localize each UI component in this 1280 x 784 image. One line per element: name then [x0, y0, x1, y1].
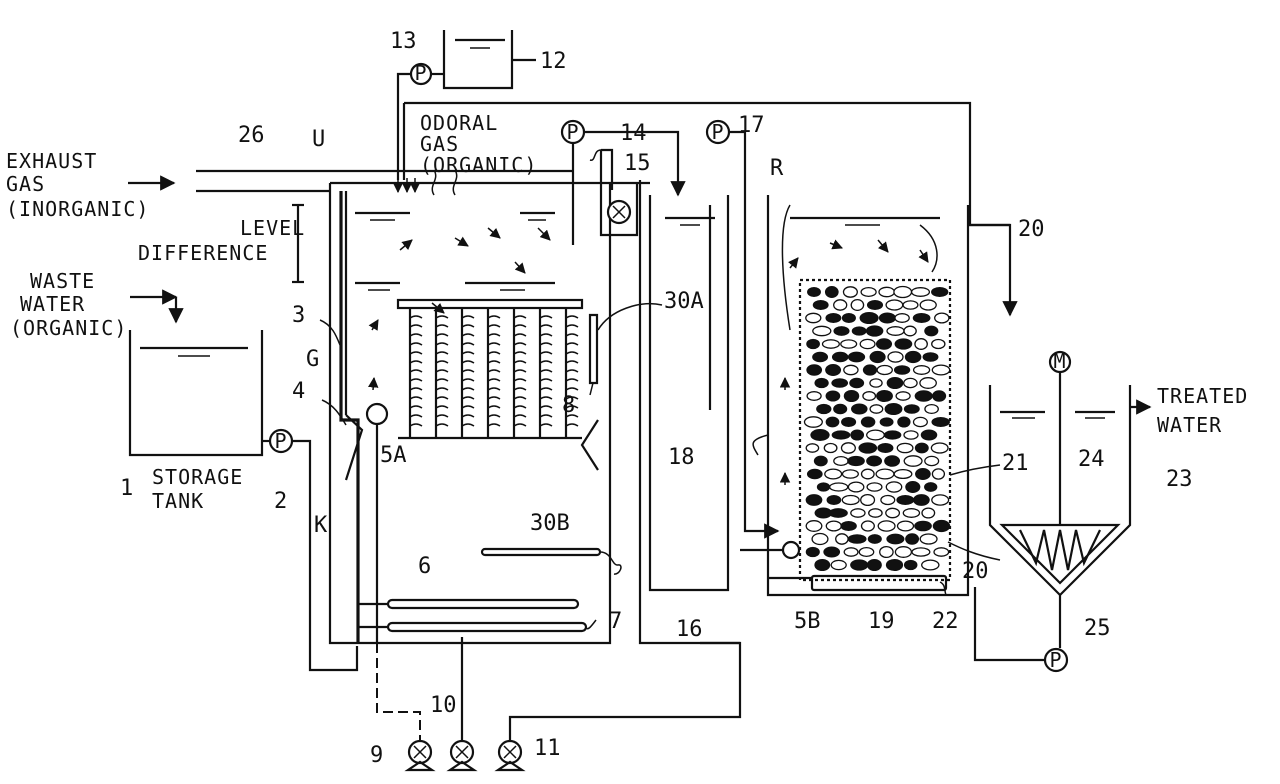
svg-text:6: 6 [418, 554, 431, 579]
clarifier-23 [988, 372, 1132, 648]
nozzle-5b-icon [781, 540, 801, 560]
storage-tank [128, 330, 264, 457]
svg-text:STORAGE: STORAGE [152, 465, 243, 489]
svg-text:25: 25 [1084, 616, 1111, 641]
svg-text:1: 1 [120, 476, 133, 501]
svg-text:21: 21 [1002, 451, 1029, 476]
svg-text:26: 26 [238, 123, 265, 148]
svg-text:4: 4 [292, 379, 305, 404]
svg-text:15: 15 [624, 151, 651, 176]
svg-text:WATER: WATER [1157, 413, 1222, 437]
svg-text:(INORGANIC): (INORGANIC) [6, 197, 149, 221]
treated-water-label: TREATED WATER [1157, 384, 1248, 437]
svg-text:3: 3 [292, 303, 305, 328]
svg-text:TREATED: TREATED [1157, 384, 1248, 408]
waste-water-label: WASTE WATER (ORGANIC) [10, 269, 127, 340]
svg-text:5B: 5B [794, 609, 821, 634]
odoral-gas-label: ODORAL GAS (ORGANIC) [420, 111, 537, 177]
svg-text:DIFFERENCE: DIFFERENCE [138, 241, 268, 265]
svg-text:WASTE: WASTE [30, 269, 95, 293]
svg-text:14: 14 [620, 121, 647, 146]
chemical-tank-12 [442, 30, 514, 90]
svg-text:EXHAUST: EXHAUST [6, 149, 97, 173]
motor-icon [1048, 350, 1072, 374]
svg-text:10: 10 [430, 693, 457, 718]
svg-text:30A: 30A [664, 289, 704, 314]
svg-text:2: 2 [274, 489, 287, 514]
svg-text:8: 8 [562, 393, 575, 418]
svg-text:P: P [274, 429, 287, 453]
blower-10-icon [446, 739, 478, 772]
biofilter-reactor [766, 195, 970, 597]
settling-tank-16 [638, 180, 740, 645]
storage-tank-label: STORAGE TANK [152, 465, 243, 513]
svg-text:GAS: GAS [420, 132, 459, 156]
svg-text:R: R [770, 156, 784, 181]
svg-text:30B: 30B [530, 511, 570, 536]
svg-text:9: 9 [370, 743, 383, 768]
svg-text:23: 23 [1166, 467, 1193, 492]
svg-text:5A: 5A [380, 443, 407, 468]
svg-text:M: M [1053, 349, 1066, 373]
svg-text:20: 20 [1018, 217, 1045, 242]
svg-text:P: P [566, 120, 579, 144]
main-reactor [328, 181, 622, 745]
svg-text:20: 20 [962, 559, 989, 584]
svg-text:24: 24 [1078, 447, 1105, 472]
svg-text:12: 12 [540, 49, 567, 74]
exhaust-gas-label: EXHAUST GAS (INORGANIC) [6, 149, 149, 221]
svg-text:7: 7 [609, 609, 622, 634]
svg-text:22: 22 [932, 609, 959, 634]
nozzle-5a-icon [365, 402, 389, 426]
svg-text:G: G [306, 347, 319, 372]
svg-text:17: 17 [738, 113, 765, 138]
svg-text:K: K [314, 513, 328, 538]
svg-text:P: P [711, 120, 724, 144]
svg-text:TANK: TANK [152, 489, 204, 513]
blower-11-icon [494, 739, 526, 772]
level-difference-marker [292, 203, 304, 284]
svg-text:WATER: WATER [20, 292, 85, 316]
reference-numerals: 1 2 3 4 5A 5B 6 7 8 9 10 11 12 13 14 15 … [120, 29, 1193, 768]
svg-text:11: 11 [534, 736, 561, 761]
svg-text:16: 16 [676, 617, 703, 642]
svg-text:P: P [414, 61, 427, 85]
leader-lines [319, 204, 1001, 630]
svg-text:(ORGANIC): (ORGANIC) [420, 153, 537, 177]
svg-text:U: U [312, 127, 325, 152]
membrane-module [396, 298, 584, 440]
svg-text:GAS: GAS [6, 172, 45, 196]
svg-text:19: 19 [868, 609, 895, 634]
svg-text:(ORGANIC): (ORGANIC) [10, 316, 127, 340]
level-difference-label: LEVEL DIFFERENCE [138, 216, 305, 265]
svg-text:LEVEL: LEVEL [240, 216, 305, 240]
svg-text:P: P [1049, 648, 1062, 672]
blower-9-icon [404, 739, 436, 772]
svg-text:ODORAL: ODORAL [420, 111, 498, 135]
svg-text:13: 13 [390, 29, 417, 54]
svg-text:18: 18 [668, 445, 695, 470]
